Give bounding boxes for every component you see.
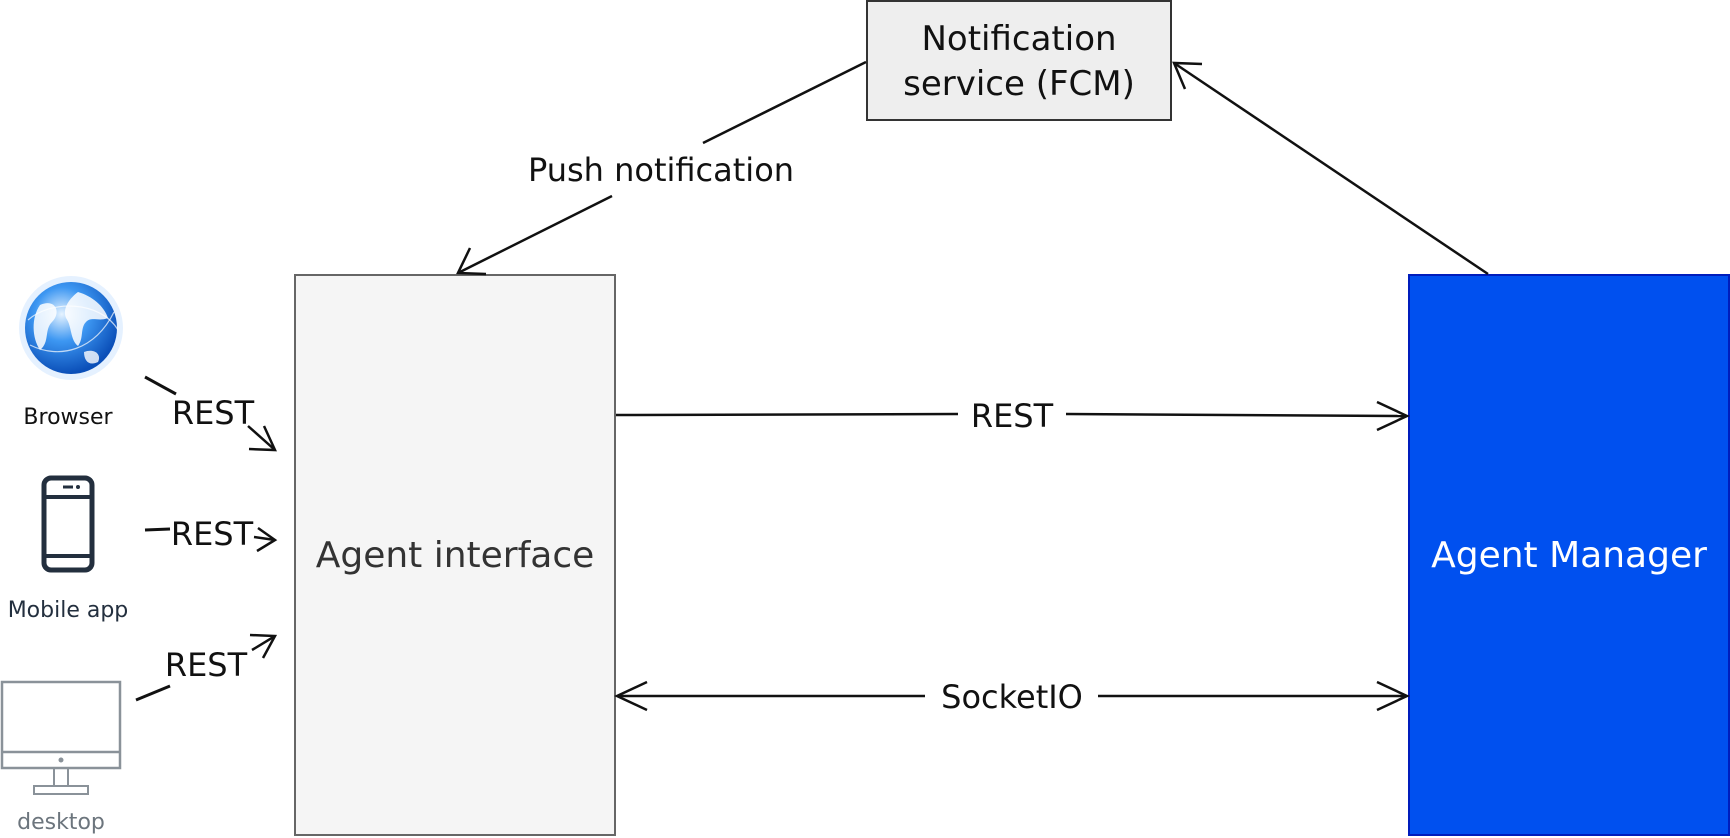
- notification-service-line1: Notification: [921, 19, 1116, 59]
- edge-mobile-rest: REST: [144, 515, 278, 553]
- notification-service-line2: service (FCM): [903, 64, 1135, 104]
- desktop-label: desktop: [17, 810, 105, 835]
- edge-push-notification: Push notification: [456, 60, 867, 276]
- edge-manager-to-notification: [1172, 61, 1489, 276]
- agent-manager-label: Agent Manager: [1431, 535, 1707, 576]
- edge-desktop-rest: REST: [135, 633, 278, 702]
- client-browser: Browser: [19, 276, 123, 430]
- desktop-rest-label: REST: [165, 646, 248, 684]
- browser-label: Browser: [23, 405, 113, 430]
- edge-socketio: SocketIO: [614, 678, 1410, 716]
- mobile-rest-label: REST: [171, 515, 254, 553]
- globe-icon: [19, 276, 123, 380]
- agent-manager-node: Agent Manager: [1408, 274, 1730, 836]
- client-desktop: desktop: [0, 680, 122, 835]
- client-mobile: Mobile app: [8, 475, 129, 623]
- mobile-app-label: Mobile app: [8, 598, 129, 623]
- agent-interface-label: Agent interface: [316, 535, 595, 576]
- edge-browser-rest: REST: [144, 375, 277, 452]
- interface-manager-rest-label: REST: [971, 397, 1054, 435]
- monitor-icon: [0, 680, 122, 795]
- notification-service-node: Notification service (FCM): [866, 0, 1172, 121]
- push-notification-label: Push notification: [528, 151, 794, 189]
- edge-interface-to-manager-rest: REST: [615, 397, 1410, 435]
- agent-interface-node: Agent interface: [294, 274, 616, 836]
- smartphone-icon: [41, 475, 95, 573]
- socketio-label: SocketIO: [941, 678, 1083, 716]
- browser-rest-label: REST: [172, 394, 255, 432]
